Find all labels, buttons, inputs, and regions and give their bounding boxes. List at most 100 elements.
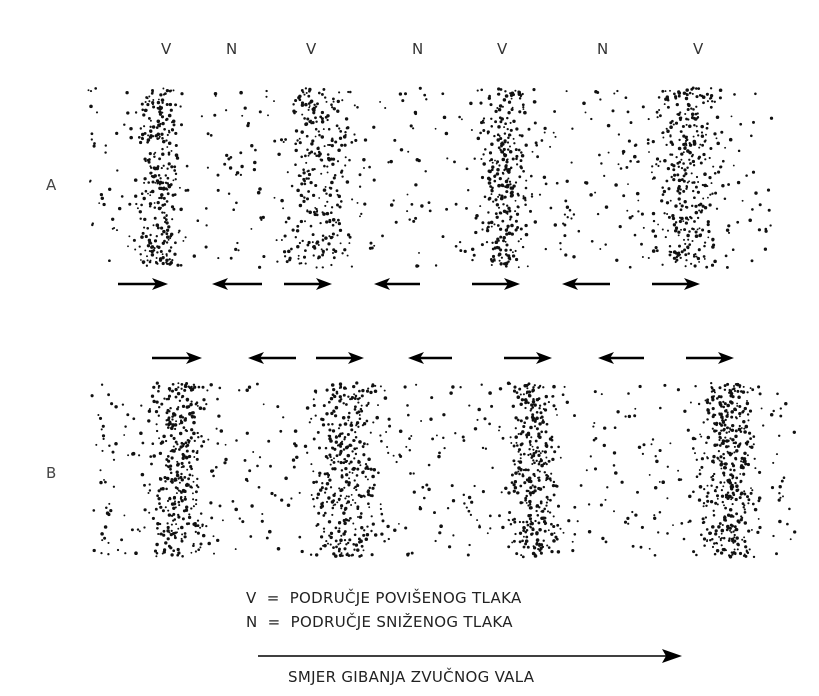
particle [627, 523, 629, 525]
particle [137, 528, 139, 530]
particle [367, 490, 370, 493]
particle [107, 553, 109, 555]
particle [712, 407, 715, 410]
particle [308, 155, 310, 157]
particle [161, 98, 165, 102]
particle [216, 539, 219, 542]
particle [307, 177, 309, 179]
particle [154, 206, 157, 209]
particle [504, 90, 506, 92]
particle [751, 529, 753, 531]
particle [192, 492, 194, 494]
legend-v-text: = PODRUČJE POVIŠENOG TLAKA [267, 589, 522, 607]
particle [174, 103, 177, 106]
particle [145, 96, 148, 99]
particle [614, 426, 617, 429]
particle [752, 435, 755, 438]
particle [505, 160, 508, 163]
particle [783, 476, 786, 479]
particle [352, 439, 355, 442]
particle [712, 459, 714, 461]
particle [187, 439, 190, 442]
particle [676, 103, 679, 106]
particle [656, 157, 659, 160]
particle [756, 531, 759, 534]
particle [725, 439, 729, 443]
particle [127, 454, 129, 456]
particle [166, 168, 168, 170]
particle [737, 548, 739, 550]
particle [155, 543, 158, 546]
particle [539, 543, 541, 545]
particle [149, 489, 151, 491]
particle [703, 255, 706, 258]
particle [732, 476, 734, 478]
particle [511, 541, 513, 543]
particle [356, 468, 359, 471]
particle [134, 248, 136, 250]
particle [186, 456, 188, 458]
particle [238, 389, 240, 391]
particle [91, 394, 94, 397]
particle [599, 98, 601, 100]
particle [393, 455, 395, 457]
particle [560, 457, 562, 459]
particle [176, 443, 178, 445]
particle [506, 117, 508, 119]
particle [732, 503, 734, 505]
particle [235, 201, 238, 204]
particle [662, 228, 664, 230]
particle [697, 112, 699, 114]
particle [603, 444, 606, 447]
particle [745, 425, 749, 429]
particle [349, 517, 352, 520]
particle [213, 535, 215, 537]
particle [306, 452, 308, 454]
particle [345, 446, 349, 450]
particle [410, 124, 413, 127]
particle [461, 118, 463, 120]
particle [508, 101, 511, 104]
particle [716, 142, 720, 146]
particle [319, 548, 322, 551]
particle [649, 548, 651, 550]
particle [599, 248, 601, 250]
particle [683, 410, 686, 413]
particle [667, 106, 670, 109]
particle [719, 444, 722, 447]
particle [653, 517, 656, 520]
particle [630, 121, 633, 124]
particle [169, 103, 172, 106]
particle [306, 92, 308, 94]
particle [520, 419, 523, 422]
particle [354, 139, 357, 142]
particle [684, 200, 687, 203]
particle [161, 167, 163, 169]
particle [735, 512, 738, 515]
particle [165, 259, 168, 262]
particle [722, 501, 724, 503]
particle [407, 151, 409, 153]
particle [781, 480, 784, 483]
particle [527, 524, 530, 527]
particle [448, 545, 451, 548]
particle [692, 490, 695, 493]
particle [358, 440, 362, 444]
particle [259, 456, 261, 458]
particle [139, 217, 141, 219]
particle [697, 157, 700, 160]
particle [498, 108, 501, 111]
particle [505, 210, 508, 213]
particle [563, 224, 566, 227]
particle [496, 216, 499, 219]
particle [175, 420, 177, 422]
particle [372, 522, 375, 525]
particle [351, 494, 353, 496]
particle [698, 498, 701, 501]
particle [267, 114, 269, 116]
particle [294, 142, 297, 145]
particle [463, 494, 465, 496]
particle [345, 543, 347, 545]
particle [445, 132, 449, 136]
particle [340, 555, 342, 557]
